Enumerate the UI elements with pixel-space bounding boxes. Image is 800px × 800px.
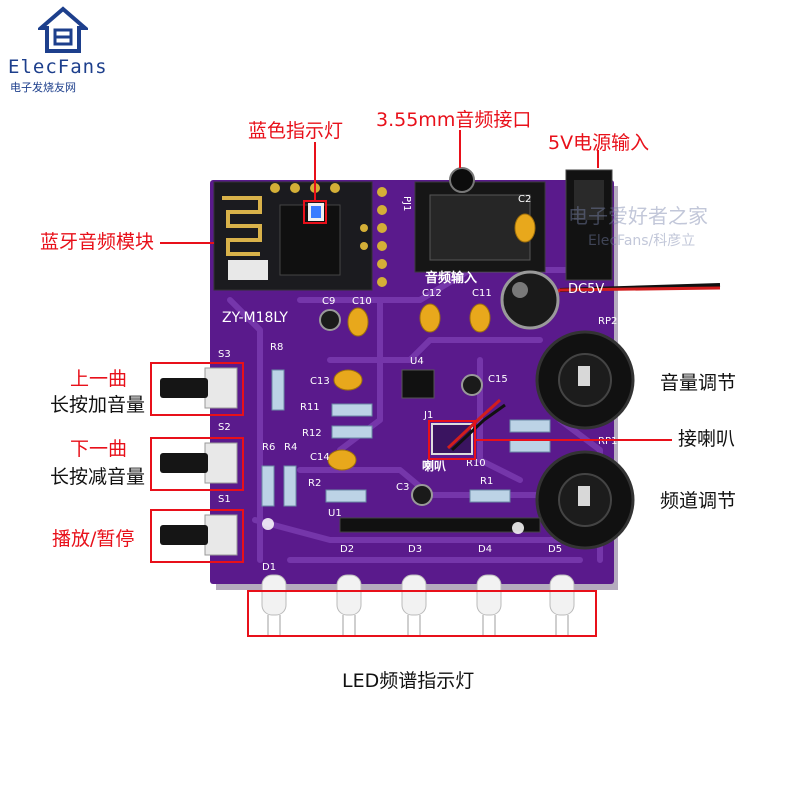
silk-audio-input: 音频输入 (425, 270, 477, 286)
silk-label: PJ1 (401, 196, 412, 211)
led-row (261, 574, 575, 616)
logo-brand: ElecFans (8, 56, 108, 78)
label-prev-track: 上一曲 (70, 368, 128, 390)
silk-label: R11 (300, 402, 320, 413)
bluetooth-led-box (303, 200, 327, 224)
silk-label: C11 (472, 288, 492, 299)
label-prev-track-sub: 长按加音量 (50, 394, 146, 416)
label-play-pause: 播放/暂停 (52, 528, 135, 550)
silk-label: R12 (302, 428, 322, 439)
dc-jack (565, 169, 613, 281)
button-box-play (150, 509, 244, 563)
silk-label: R1 (480, 476, 493, 487)
silk-speaker: 喇叭 (422, 458, 446, 473)
logo: ElecFans 电子发烧友网 (8, 6, 128, 94)
silk-label: U4 (410, 356, 424, 367)
silk-model: ZY-M18LY (222, 310, 288, 326)
silk-label: S2 (218, 422, 231, 433)
watermark-line2: ElecFans/科彦立 (588, 233, 696, 249)
logo-subtitle: 电子发烧友网 (10, 81, 76, 94)
silk-label: R10 (466, 458, 486, 469)
speaker-box (428, 420, 476, 460)
silk-label: D3 (408, 544, 422, 555)
label-power-input: 5V电源输入 (548, 132, 650, 154)
silk-label: D2 (340, 544, 354, 555)
silk-label: C13 (310, 376, 330, 387)
button-box-prev (150, 362, 244, 416)
silk-label: R6 (262, 442, 275, 453)
silk-label: J1 (423, 410, 433, 421)
ic-u4 (401, 369, 435, 399)
label-audio-jack: 3.55mm音频接口 (376, 109, 532, 131)
silk-label: D4 (478, 544, 492, 555)
silk-label: S1 (218, 494, 231, 505)
led-spectrum-box (247, 590, 597, 637)
silk-label: D1 (262, 562, 276, 573)
silk-label: R2 (308, 478, 321, 489)
silk-label: C12 (422, 288, 442, 299)
silk-label: U1 (328, 508, 342, 519)
house-logo-icon (38, 6, 88, 53)
silk-label: C3 (396, 482, 409, 493)
silk-label: R4 (284, 442, 297, 453)
silk-label: RP2 (598, 316, 617, 327)
button-box-next (150, 437, 244, 491)
silk-label: RP1 (598, 436, 617, 447)
push-buttons (160, 367, 238, 556)
label-volume-adjust: 音量调节 (660, 372, 737, 394)
label-next-track: 下一曲 (70, 438, 128, 460)
silk-label: S3 (218, 349, 231, 360)
watermark-line1: 电子爱好者之家 (568, 204, 708, 228)
label-bluetooth-led: 蓝色指示灯 (248, 120, 344, 142)
label-led-spectrum: LED频谱指示灯 (342, 670, 475, 692)
label-channel-adjust: 频道调节 (660, 490, 737, 512)
silk-label: D5 (548, 544, 562, 555)
silk-label: C10 (352, 296, 372, 307)
silk-label: C9 (322, 296, 335, 307)
label-bluetooth-module: 蓝牙音频模块 (40, 231, 155, 253)
silk-label: C14 (310, 452, 330, 463)
label-next-track-sub: 长按减音量 (50, 466, 146, 488)
silk-label: C15 (488, 374, 508, 385)
silk-label: R8 (270, 342, 283, 353)
silk-label: C2 (518, 194, 531, 205)
label-speaker-connect: 接喇叭 (678, 428, 736, 450)
silk-dc: DC5V (568, 282, 604, 297)
